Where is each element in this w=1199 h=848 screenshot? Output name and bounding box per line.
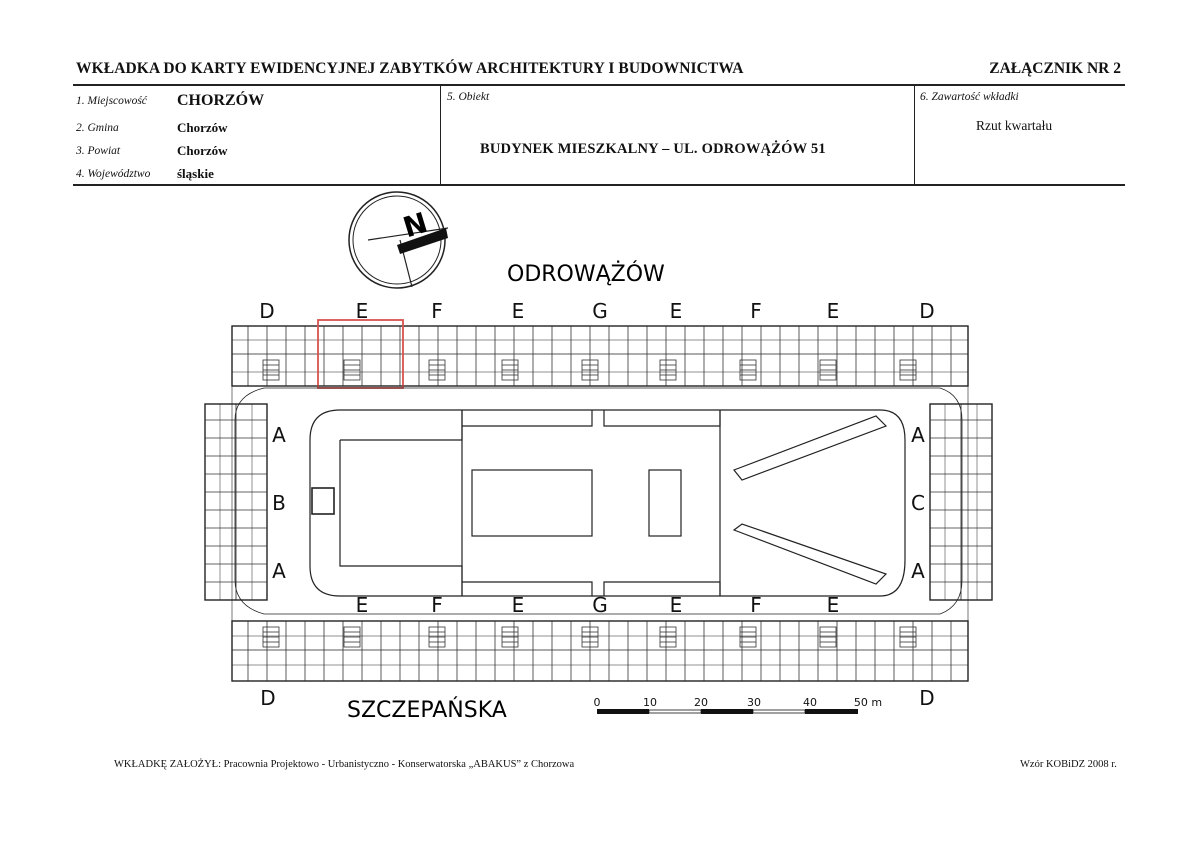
- street-bottom-label: SZCZEPAŃSKA: [347, 697, 507, 723]
- header-rule-bottom: [73, 184, 1125, 186]
- commune-value: Chorzów: [177, 120, 228, 135]
- section-label-top: E: [512, 299, 525, 323]
- scale-bar: 0 10 20 30 40 50 m: [594, 696, 882, 714]
- section-label-top: D: [919, 299, 934, 323]
- scale-tick-label: 0: [594, 696, 601, 709]
- north-letter: N: [399, 206, 431, 244]
- district-value: Chorzów: [177, 143, 228, 158]
- section-label-right-wing: A: [911, 559, 925, 583]
- content-value: Rzut kwartału: [976, 118, 1053, 133]
- north-arrow-icon: N: [348, 191, 449, 289]
- footer-author: WKŁADKĘ ZAŁOŻYŁ: Pracownia Projektowo - …: [114, 759, 575, 770]
- street-top-label: ODROWĄŻÓW: [507, 261, 665, 287]
- place-value: CHORZÓW: [177, 92, 265, 109]
- district-label: 3. Powiat: [76, 145, 121, 157]
- section-label-left-wing: B: [272, 491, 286, 515]
- building-wing-right: [929, 403, 993, 601]
- section-label-bottom-right: D: [919, 686, 934, 710]
- section-label-inner-bottom: F: [750, 593, 762, 617]
- document-title: WKŁADKA DO KARTY EWIDENCYJNEJ ZABYTKÓW A…: [76, 60, 744, 77]
- section-label-top: E: [670, 299, 683, 323]
- object-value: BUDYNEK MIESZKALNY – UL. ODROWĄŻÓW 51: [480, 141, 826, 157]
- section-label-inner-bottom: F: [431, 593, 443, 617]
- province-label: 4. Województwo: [76, 168, 151, 180]
- section-label-inner-bottom: G: [592, 593, 608, 617]
- scale-tick-label: 50 m: [854, 696, 882, 709]
- annex-label: ZAŁĄCZNIK NR 2: [989, 60, 1121, 77]
- section-label-right-wing: A: [911, 423, 925, 447]
- scale-tick-label: 20: [694, 696, 708, 709]
- footer-template: Wzór KOBiDZ 2008 r.: [1020, 759, 1117, 770]
- content-label: 6. Zawartość wkładki: [920, 91, 1019, 103]
- section-label-left-wing: A: [272, 423, 286, 447]
- section-label-inner-bottom: E: [356, 593, 369, 617]
- commune-label: 2. Gmina: [76, 122, 119, 134]
- section-label-left-wing: A: [272, 559, 286, 583]
- column-divider-1: [440, 85, 442, 184]
- province-value: śląskie: [177, 166, 214, 181]
- object-label: 5. Obiekt: [447, 91, 490, 103]
- section-label-top: F: [750, 299, 762, 323]
- column-divider-2: [914, 85, 916, 184]
- courtyard-outline: [231, 385, 969, 622]
- scale-tick-label: 10: [643, 696, 657, 709]
- section-label-top: E: [827, 299, 840, 323]
- building-wing-top: [231, 325, 969, 387]
- header-rule-top: [73, 84, 1125, 86]
- section-label-top: G: [592, 299, 608, 323]
- section-label-inner-bottom: E: [827, 593, 840, 617]
- section-label-inner-bottom: E: [670, 593, 683, 617]
- section-label-top: D: [259, 299, 274, 323]
- building-wing-left: [204, 403, 268, 601]
- place-label: 1. Miejscowość: [76, 95, 147, 107]
- building-wing-bottom: [231, 620, 969, 682]
- section-label-inner-bottom: E: [512, 593, 525, 617]
- scale-tick-label: 30: [747, 696, 761, 709]
- section-label-top: F: [431, 299, 443, 323]
- section-label-top: E: [356, 299, 369, 323]
- scale-tick-label: 40: [803, 696, 817, 709]
- section-label-bottom-left: D: [260, 686, 275, 710]
- section-label-right-wing: C: [911, 491, 925, 515]
